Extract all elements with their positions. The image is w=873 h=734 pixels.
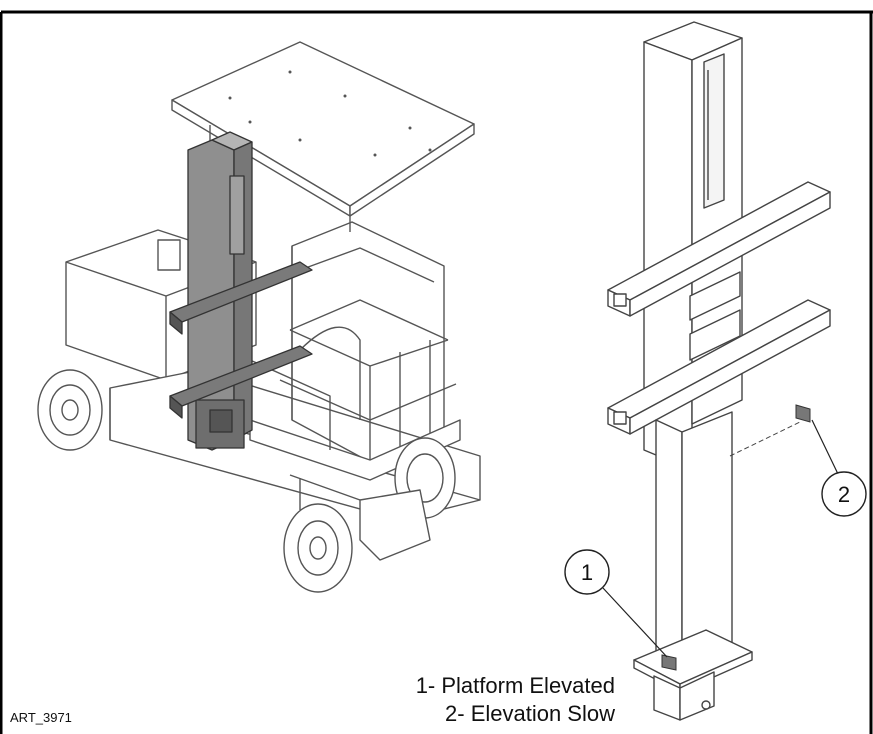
- callout-1: 1: [564, 549, 668, 658]
- wheel-front-left: [283, 503, 353, 593]
- wheel-rear-left: [37, 369, 103, 451]
- legend-item-platform-elevated: 1- Platform Elevated: [415, 673, 615, 698]
- switch-elevation-slow: [795, 404, 811, 423]
- legend-item-elevation-slow: 2- Elevation Slow: [445, 701, 615, 726]
- machine-mast-highlight: [169, 131, 313, 451]
- callout-2: 2: [811, 419, 867, 517]
- art-reference-id: ART_3971: [10, 710, 72, 725]
- switch-platform-elevated: [661, 654, 677, 671]
- lift-machine-drawing: [37, 41, 481, 593]
- figure-border: [0, 10, 873, 734]
- callout-1-number: 1: [581, 560, 593, 585]
- callout-2-number: 2: [838, 482, 850, 507]
- elevation-slow-mount-line: [729, 421, 801, 457]
- mast-detail-drawing: [607, 21, 831, 721]
